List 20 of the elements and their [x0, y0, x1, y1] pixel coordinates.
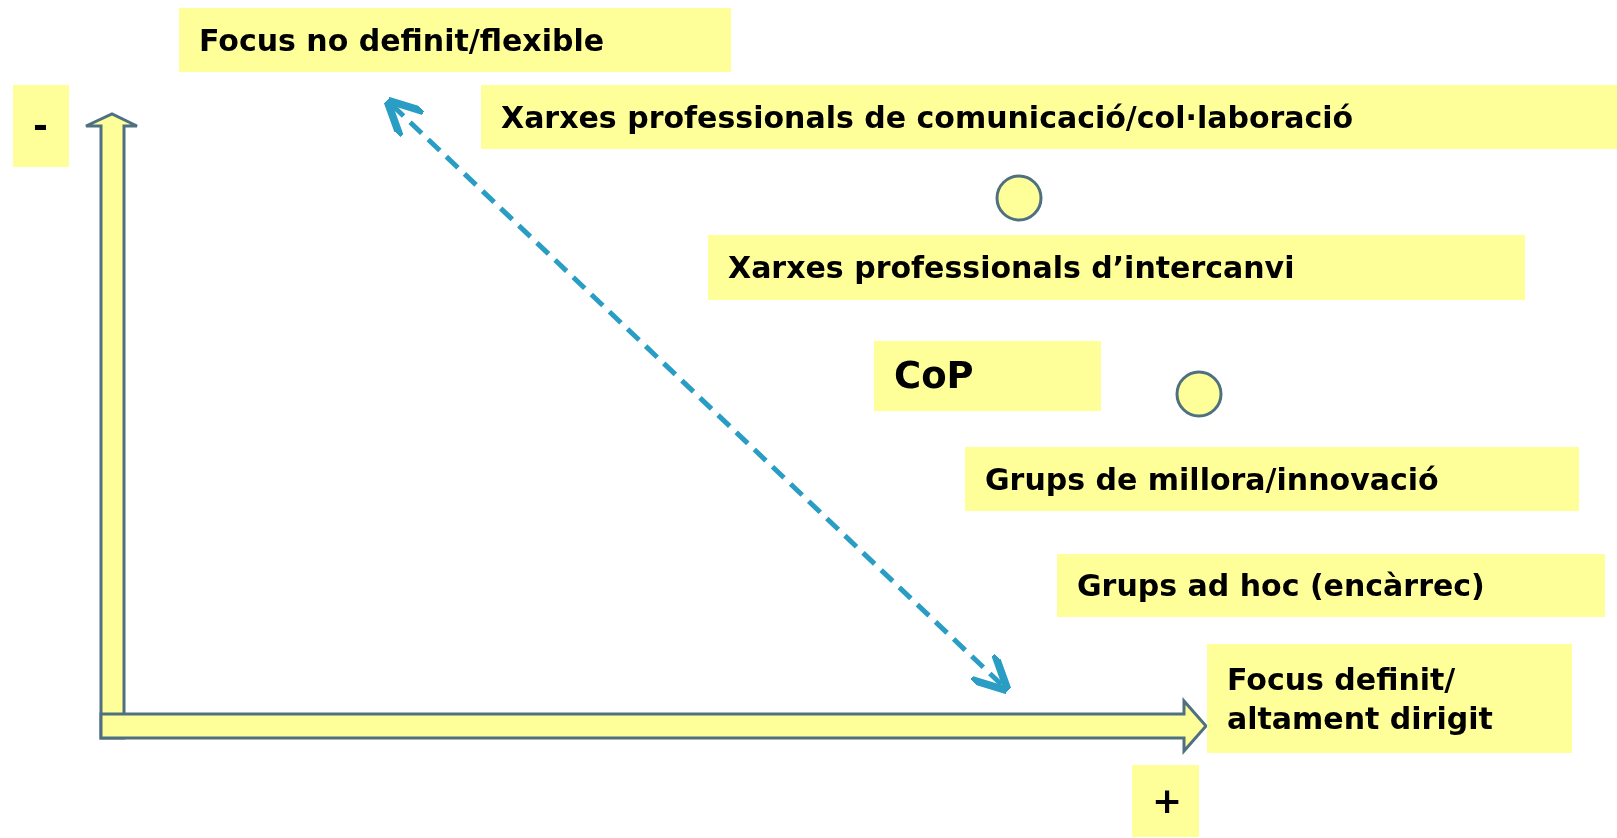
label-text: Focus no definit/flexible	[199, 21, 605, 60]
label-box	[179, 8, 731, 72]
label-box	[13, 85, 69, 167]
label-text: CoP	[894, 352, 974, 399]
label-box	[1207, 644, 1572, 753]
label-box	[965, 447, 1579, 511]
label-text: Grups de millora/innovació	[985, 460, 1439, 499]
label-text: -	[33, 103, 48, 148]
label-box	[1132, 765, 1199, 837]
label-text: Xarxes professionals d’intercanvi	[728, 249, 1295, 287]
label-text: Xarxes professionals de comunicació/col·laboració	[501, 98, 1354, 137]
circle-marker	[995, 174, 1043, 222]
label-box	[481, 85, 1617, 149]
label-box	[708, 235, 1525, 300]
label-text: +	[1152, 778, 1183, 823]
label-box	[1057, 554, 1605, 617]
circle-marker	[1175, 370, 1223, 418]
label-text: Focus definit/ altament dirigit	[1227, 660, 1494, 738]
label-box	[874, 341, 1101, 411]
label-text: Grups ad hoc (encàrrec)	[1077, 567, 1485, 605]
